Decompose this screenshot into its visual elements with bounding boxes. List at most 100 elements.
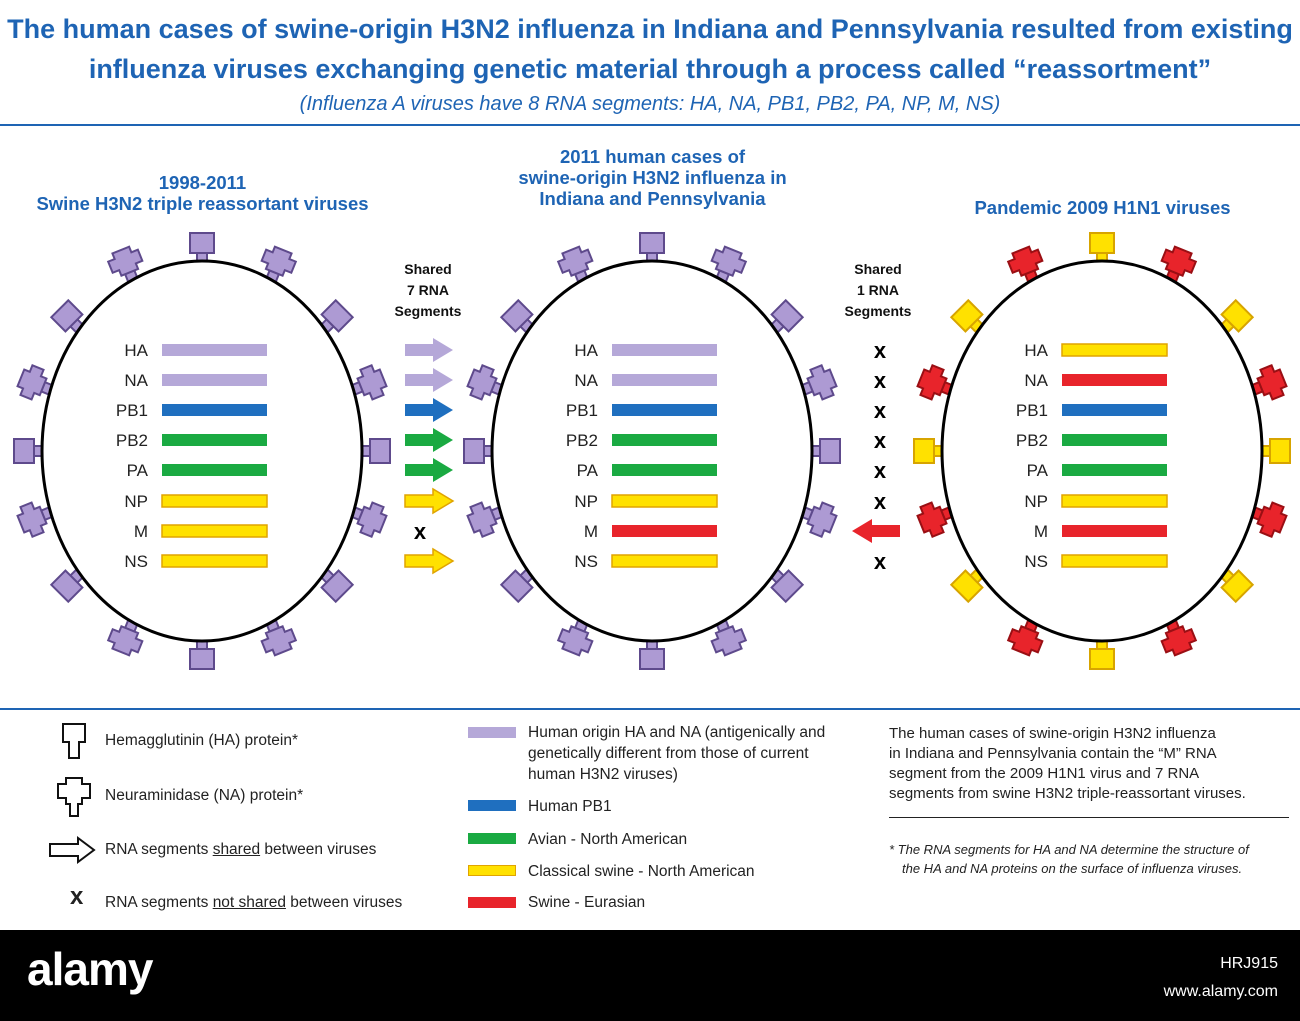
legend-shared: RNA segments shared between viruses	[105, 839, 376, 860]
legend-human-ha-na: Human origin HA and NA (antigenically an…	[528, 722, 825, 785]
segment-label: PA	[577, 461, 599, 480]
virus1-title: 1998-2011 Swine H3N2 triple reassortant …	[20, 172, 385, 214]
note-line2: in Indiana and Pennsylvania contain the …	[889, 745, 1217, 762]
page-title-line1: The human cases of swine-origin H3N2 inf…	[7, 14, 1293, 44]
rna-segment-bar	[162, 374, 267, 386]
swatch-swine-eurasian	[468, 897, 516, 908]
segment-label: PB2	[1016, 431, 1048, 450]
legend-ha-protein: Hemagglutinin (HA) protein*	[105, 732, 298, 749]
rna-segment-bar	[1062, 374, 1167, 386]
segment-label: PA	[1027, 461, 1049, 480]
virus-envelope	[490, 259, 814, 643]
rna-segment-bar	[162, 404, 267, 416]
rna-segment-bar	[1062, 464, 1167, 476]
legend-not-shared: RNA segments not shared between viruses	[105, 892, 402, 913]
rna-segment-bar	[1062, 434, 1167, 446]
legend-not-shared-pre: RNA segments	[105, 894, 213, 911]
segment-label: PB1	[566, 401, 598, 420]
footnote: * The RNA segments for HA and NA determi…	[889, 840, 1249, 878]
neuraminidase-protein-icon	[16, 501, 58, 539]
not-shared-x-icon: x	[414, 519, 427, 544]
rna-segment-bar	[162, 344, 267, 356]
segment-label: NS	[574, 552, 598, 571]
shared-left-label-line3: Segments	[394, 303, 462, 319]
page-title-line2: influenza viruses exchanging genetic mat…	[88, 54, 1212, 84]
shared-arrow-left-icon	[852, 519, 900, 543]
legend-shared-pre: RNA segments	[105, 841, 213, 858]
rna-segment-bar	[1061, 343, 1168, 357]
rna-segment-bar	[1062, 404, 1167, 416]
virus2-title-line1: 2011 human cases of	[559, 146, 746, 167]
legend-swine-eurasian: Swine - Eurasian	[528, 894, 646, 911]
rna-segment-bar	[162, 464, 267, 476]
shared-right-label-line3: Segments	[844, 303, 912, 319]
watermark-bar	[0, 930, 1300, 1021]
segment-label: NP	[1024, 492, 1048, 511]
not-shared-x-icon: x	[874, 549, 887, 574]
hemagglutinin-protein-icon	[1089, 636, 1115, 670]
segment-label: NA	[1024, 371, 1048, 390]
footnote-line1: * The RNA segments for HA and NA determi…	[889, 842, 1249, 857]
legend-human-ha-na-line1: Human origin HA and NA (antigenically an…	[528, 724, 826, 741]
hemagglutinin-protein-icon	[189, 232, 215, 266]
legend-shared-post: between viruses	[260, 841, 377, 858]
not-shared-x-icon: x	[874, 428, 887, 453]
not-shared-x-icon: x	[874, 368, 887, 393]
rna-segment-bar	[161, 524, 268, 538]
shared-arrow-legend-icon	[49, 836, 96, 864]
segment-label: NA	[574, 371, 598, 390]
segment-label: M	[134, 522, 148, 541]
shared-arrow-icon	[404, 547, 455, 575]
segment-label: NP	[574, 492, 598, 511]
virus1-title-line2: Swine H3N2 triple reassortant viruses	[36, 193, 369, 214]
segment-label: NS	[1024, 552, 1048, 571]
shared-arrow-icon	[405, 428, 453, 452]
segment-label: HA	[124, 341, 148, 360]
note-line4: segments from swine H3N2 triple-reassort…	[889, 785, 1246, 802]
explanatory-note: The human cases of swine-origin H3N2 inf…	[889, 724, 1246, 804]
not-shared-x-icon: x	[874, 338, 887, 363]
legend-avian: Avian - North American	[528, 831, 688, 848]
swatch-human-ha-na	[468, 727, 516, 738]
note-line1: The human cases of swine-origin H3N2 inf…	[889, 725, 1216, 742]
rna-segment-bar	[612, 464, 717, 476]
rna-segment-bar	[161, 494, 268, 508]
virus2-title-line3: Indiana and Pennsylvania	[539, 188, 766, 209]
segment-label: NS	[124, 552, 148, 571]
virus3-title-line1: Pandemic 2009 H1N1 viruses	[974, 197, 1231, 218]
shared-left-label-line2: 7 RNA	[406, 282, 449, 298]
note-line3: segment from the 2009 H1N1 virus and 7 R…	[889, 765, 1200, 782]
shared-right-label-line2: 1 RNA	[856, 282, 899, 298]
segment-label: PB2	[566, 431, 598, 450]
x-legend-icon: x	[70, 883, 84, 910]
virus3-title: Pandemic 2009 H1N1 viruses	[920, 197, 1285, 218]
legend-na-protein: Neuraminidase (NA) protein*	[105, 787, 304, 804]
legend-not-shared-underlined: not shared	[212, 894, 286, 911]
hemagglutinin-protein-icon	[189, 636, 215, 670]
legend-classical-swine: Classical swine - North American	[528, 863, 755, 880]
neuraminidase-protein-icon	[1006, 245, 1044, 287]
segment-label: HA	[574, 341, 598, 360]
rna-segment-bar	[162, 434, 267, 446]
segment-label: PB1	[1016, 401, 1048, 420]
virus-envelope	[40, 259, 364, 643]
hemagglutinin-protein-icon	[13, 438, 47, 464]
segment-label: PB2	[116, 431, 148, 450]
shared-arrow-icon	[405, 398, 453, 422]
rna-segment-bar	[611, 554, 718, 568]
not-shared-x-icon: x	[874, 489, 887, 514]
shared-arrow-icon	[404, 487, 455, 515]
segment-label: M	[1034, 522, 1048, 541]
rna-segment-bar	[612, 374, 717, 386]
shared-left-label: Shared 7 RNA Segments	[388, 259, 468, 322]
hemagglutinin-protein-icon	[639, 636, 665, 670]
segment-label: NP	[124, 492, 148, 511]
segment-label: HA	[1024, 341, 1048, 360]
segment-label: NA	[124, 371, 148, 390]
segment-label: PA	[127, 461, 149, 480]
hemagglutinin-protein-icon	[639, 232, 665, 266]
not-shared-x-icon: x	[874, 398, 887, 423]
legend-not-shared-post: between viruses	[285, 894, 403, 911]
